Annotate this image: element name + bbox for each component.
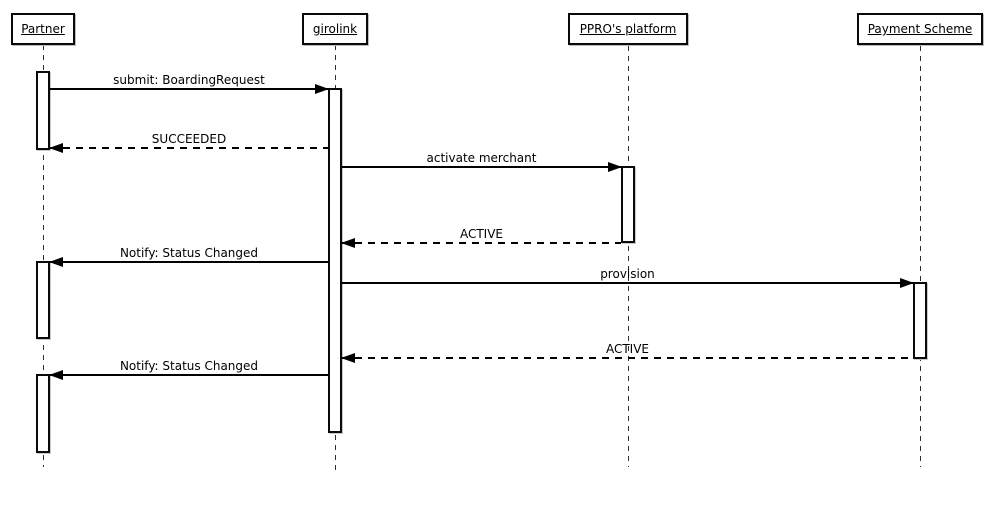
activation-ppro-platform (621, 166, 635, 243)
participant-name: PPRO's platform (579, 22, 677, 36)
message-label: activate merchant (426, 151, 537, 165)
arrowhead-right-icon (315, 84, 329, 94)
message-label: SUCCEEDED (151, 132, 227, 146)
message-line (342, 282, 913, 284)
message-line (342, 166, 621, 168)
activation-partner-1 (36, 71, 50, 150)
message-label: ACTIVE (605, 342, 650, 356)
lifeline-partner (43, 45, 44, 467)
message-succeeded: SUCCEEDED (49, 132, 328, 153)
message-line (342, 242, 621, 244)
message-submit-boardingrequest: submit: BoardingRequest (50, 73, 329, 94)
arrowhead-left-icon (49, 370, 63, 380)
arrowhead-left-icon (49, 257, 63, 267)
activation-partner-3 (36, 374, 50, 453)
participant-name: girolink (312, 22, 358, 36)
arrowhead-left-icon (341, 353, 355, 363)
message-provision: provision (342, 267, 914, 288)
participant-payment-scheme: Payment Scheme (857, 13, 983, 45)
lifeline-payment-scheme (920, 46, 921, 467)
message-label: Notify: Status Changed (119, 246, 259, 260)
participant-name: Payment Scheme (867, 22, 973, 36)
arrowhead-right-icon (608, 162, 622, 172)
message-line (50, 261, 328, 263)
activation-payment-scheme (913, 282, 927, 359)
arrowhead-right-icon (900, 278, 914, 288)
activation-girolink (328, 88, 342, 433)
message-line (50, 374, 328, 376)
message-notify-status-changed-2: Notify: Status Changed (49, 359, 328, 380)
arrowhead-left-icon (49, 143, 63, 153)
participant-partner: Partner (11, 13, 75, 45)
participant-girolink: girolink (302, 13, 368, 45)
participant-name: Partner (21, 22, 65, 36)
message-notify-status-changed-1: Notify: Status Changed (49, 246, 328, 267)
message-label: provision (600, 267, 655, 281)
message-label: Notify: Status Changed (119, 359, 259, 373)
activation-partner-2 (36, 261, 50, 339)
message-active-payment-scheme: ACTIVE (341, 342, 913, 363)
message-line (50, 88, 328, 90)
participant-ppro-platform: PPRO's platform (568, 13, 688, 45)
message-activate-merchant: activate merchant (342, 151, 622, 172)
message-label: ACTIVE (459, 227, 504, 241)
message-line (342, 357, 913, 359)
message-label: submit: BoardingRequest (113, 73, 265, 87)
message-active-ppro: ACTIVE (341, 227, 621, 248)
arrowhead-left-icon (341, 238, 355, 248)
lifeline-ppro-platform (628, 46, 629, 467)
message-line (50, 147, 328, 149)
